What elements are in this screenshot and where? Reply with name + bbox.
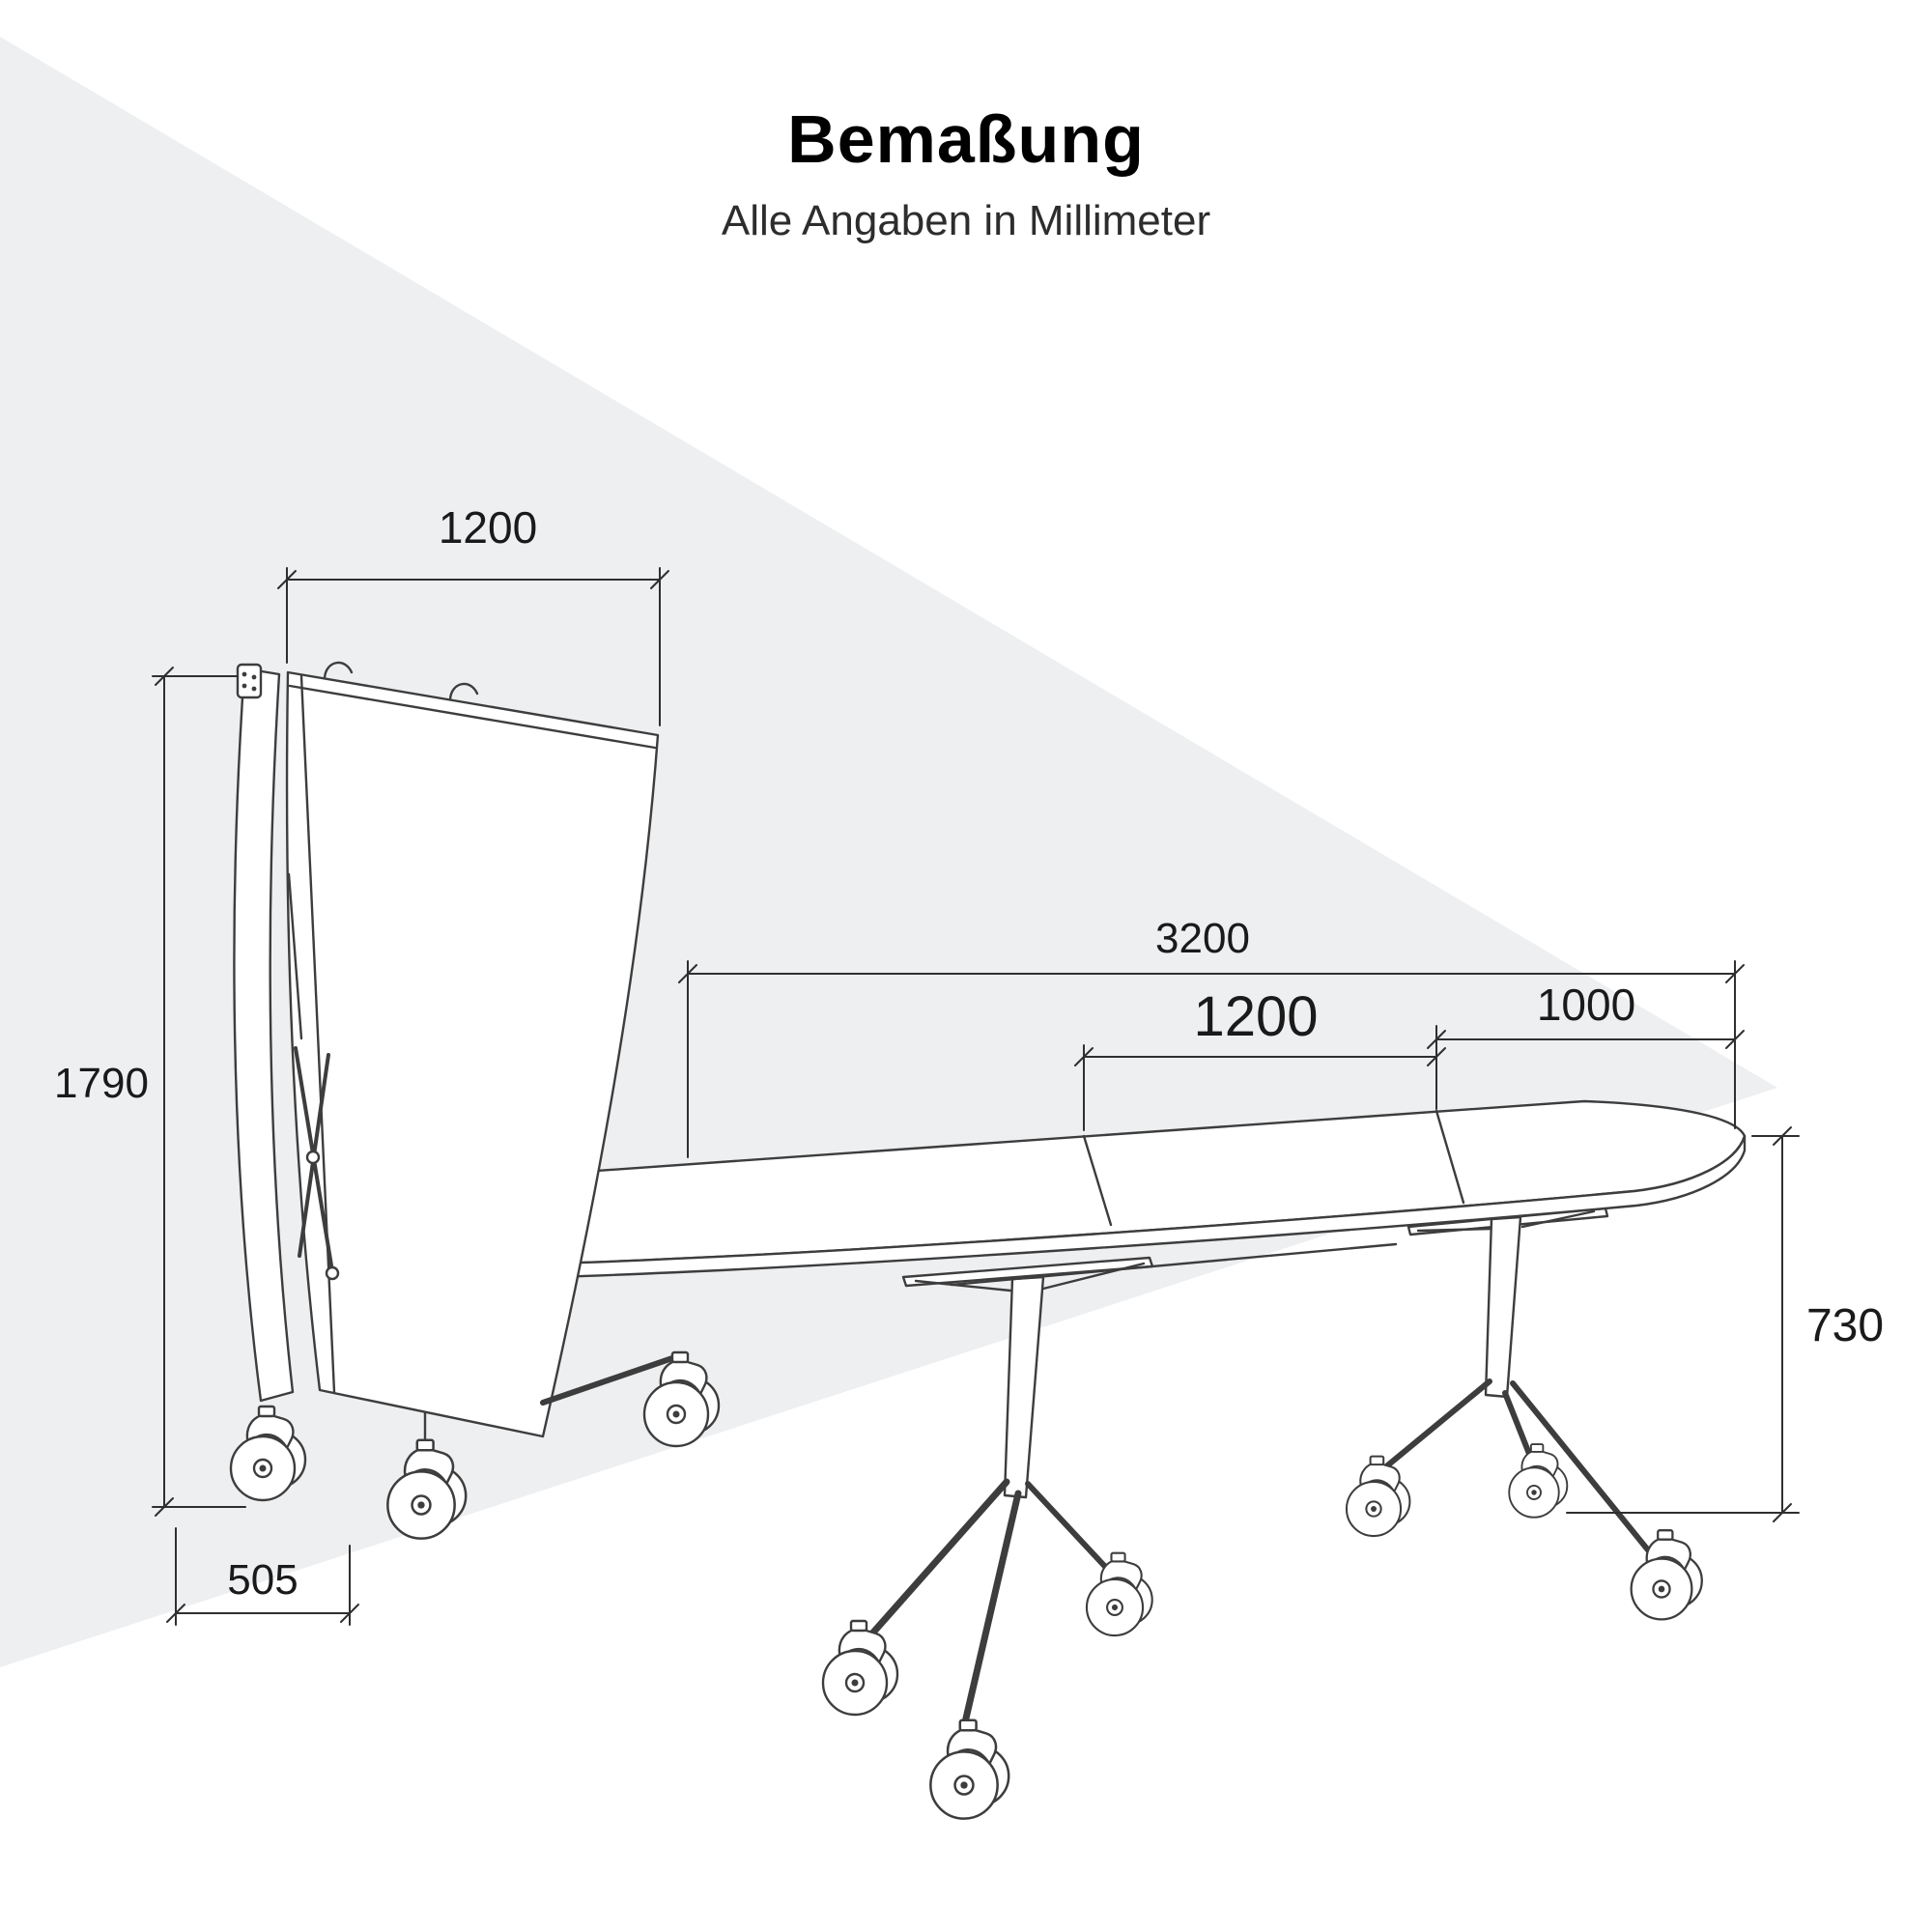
leg-foot [1377, 1378, 1492, 1475]
dim-folded-height: 1790 [54, 667, 246, 1517]
dimension-annotations: 1200 1790 505 [54, 502, 1884, 1626]
leg-foot [1510, 1380, 1657, 1560]
leg-foot [958, 1490, 1022, 1739]
dim-folded-depth: 505 [166, 1527, 359, 1626]
caster [1345, 1455, 1411, 1538]
screw-dot [251, 686, 257, 692]
leg-column [1484, 1215, 1522, 1399]
leg-strut [1520, 1209, 1596, 1229]
drawing-header: Bemaßung Alle Angaben in Millimeter [0, 100, 1932, 245]
folding-mechanism [287, 872, 340, 1281]
top-handle [323, 661, 354, 680]
base-frame-bar [540, 1355, 675, 1406]
dim-folded-depth-label: 505 [227, 1556, 298, 1604]
leg-foot [1502, 1390, 1534, 1462]
tabletop-seam [1082, 1134, 1113, 1227]
screw-dot [242, 671, 247, 677]
table-leg-left [821, 1256, 1154, 1820]
caster [1085, 1551, 1153, 1637]
screw-dot [251, 674, 257, 680]
page-title: Bemaßung [787, 101, 1145, 177]
pivot-joint [325, 1265, 340, 1281]
mechanism-rod [287, 872, 303, 1040]
dim-table-section-middle: 1200 [1074, 985, 1446, 1131]
dim-table-height: 730 [1566, 1126, 1884, 1522]
caster [821, 1619, 899, 1717]
caster [1508, 1443, 1569, 1519]
panel-top-edge-line [288, 684, 657, 750]
dim-table-section-end: 1000 [1427, 980, 1745, 1049]
hinge-plate [236, 663, 263, 699]
underframe-beam [950, 1242, 1398, 1287]
tabletop-edge [554, 1134, 1747, 1279]
leg-foot [861, 1478, 1010, 1646]
front-panel [285, 670, 660, 1438]
dim-table-section-middle-label: 1200 [1193, 985, 1318, 1048]
leg-foot [1025, 1481, 1112, 1574]
page-subtitle: Alle Angaben in Millimeter [721, 197, 1211, 244]
dim-folded-height-label: 1790 [54, 1060, 149, 1107]
tabletop-seam [1435, 1109, 1465, 1205]
dim-table-length: 3200 [678, 915, 1745, 1158]
dim-table-section-end-label: 1000 [1537, 980, 1635, 1030]
screw-dot [242, 683, 247, 689]
table-leg-right [1345, 1207, 1703, 1621]
folded-table-figure [229, 661, 721, 1540]
leg-column [1003, 1275, 1045, 1499]
leg-strut [914, 1279, 1012, 1293]
dim-table-length-label: 3200 [1155, 915, 1250, 962]
dim-table-height-label: 730 [1806, 1300, 1884, 1351]
dim-folded-width: 1200 [277, 502, 669, 726]
top-handle [448, 682, 479, 701]
conference-table-figure [554, 1099, 1747, 1820]
leg-strut [1416, 1227, 1493, 1233]
rear-panel [233, 667, 295, 1403]
pivot-joint [305, 1150, 321, 1165]
caster [929, 1719, 1010, 1820]
dim-folded-width-label: 1200 [439, 502, 537, 553]
